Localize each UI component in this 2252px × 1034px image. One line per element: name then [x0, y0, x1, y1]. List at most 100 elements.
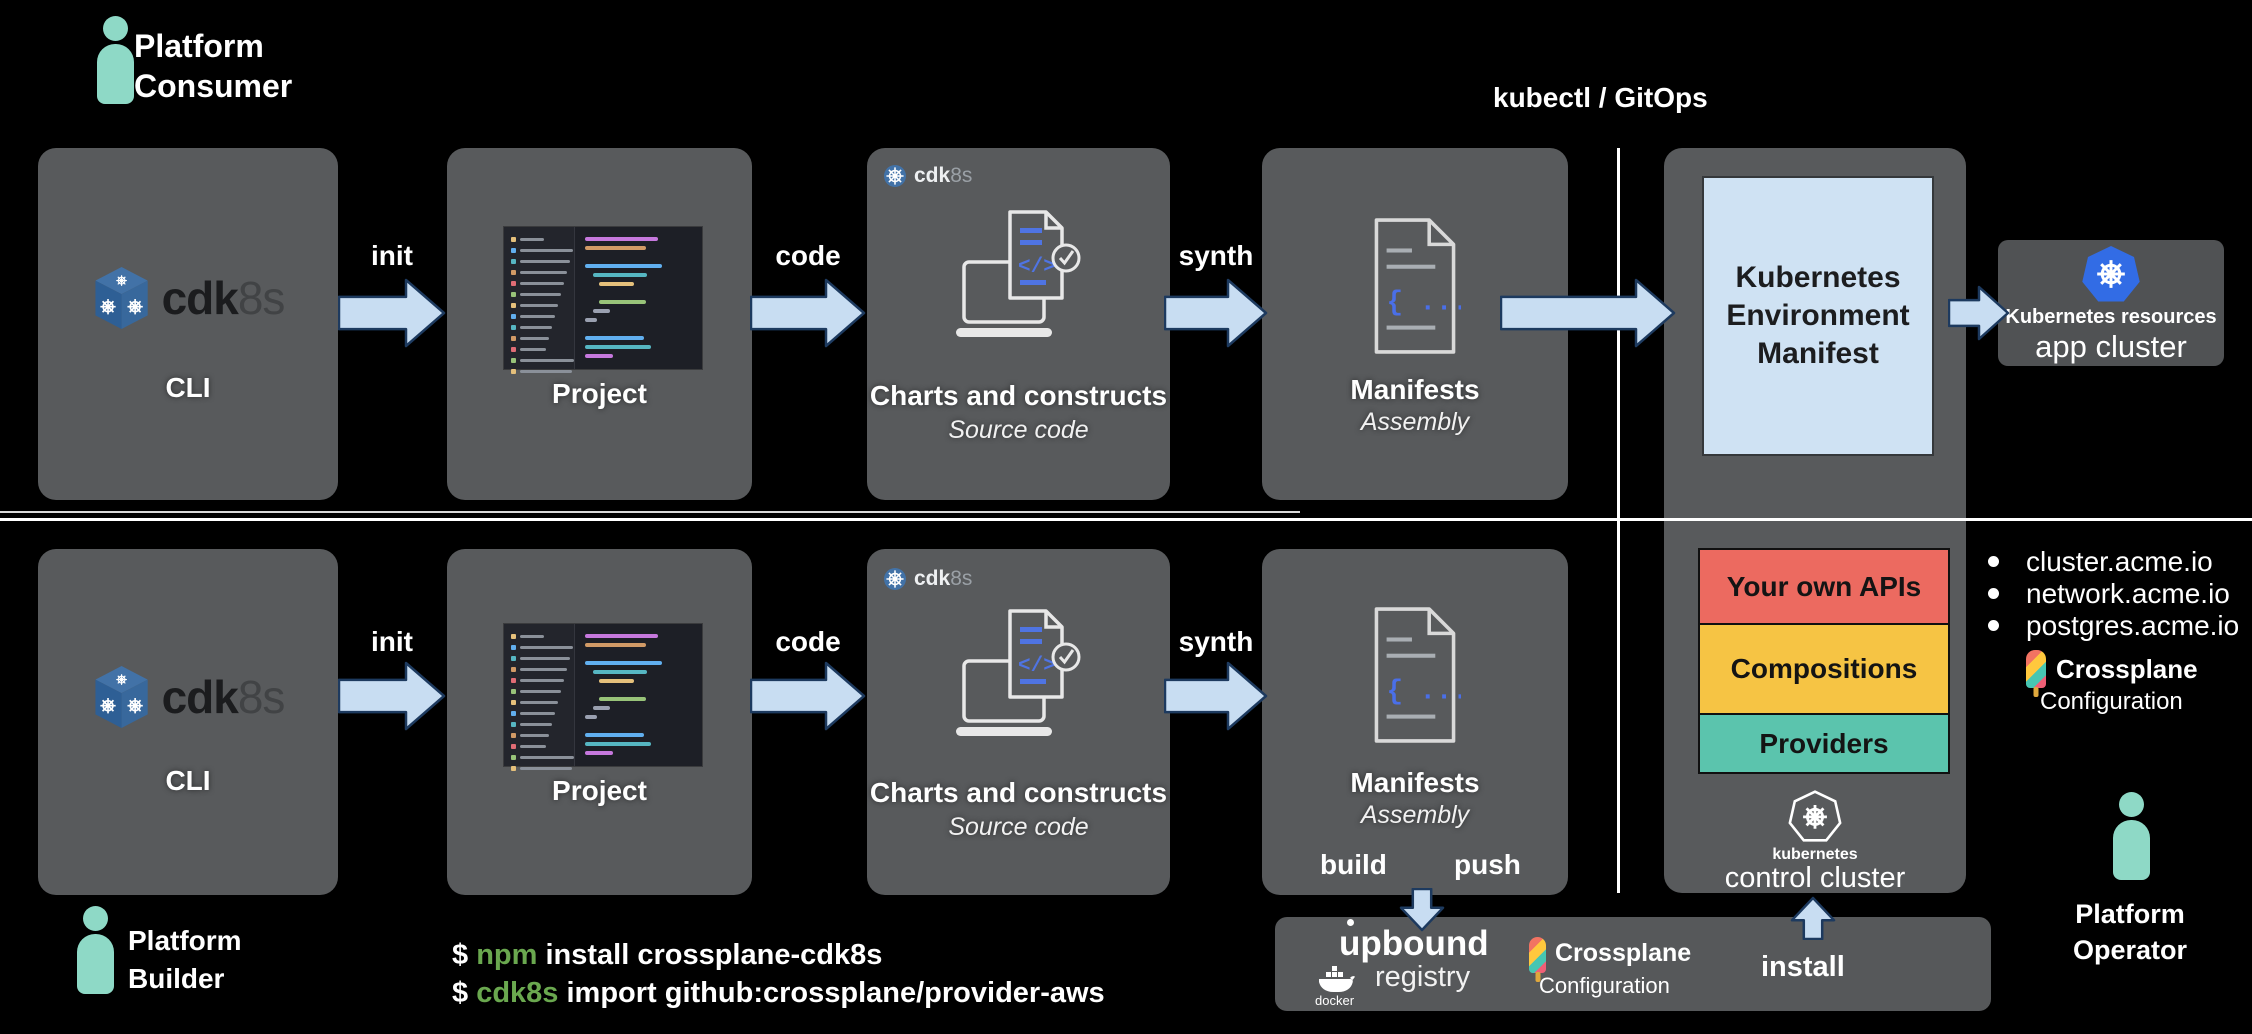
charts-box-bottom: cdk8s </> Charts and constructs Source c… [867, 549, 1170, 895]
init-arrow-bottom [337, 661, 446, 731]
app-cluster-box: Kubernetes resources app cluster [1998, 240, 2224, 366]
platform-consumer-icon [92, 16, 138, 104]
your-own-apis-box: Your own APIs [1698, 548, 1950, 625]
crossplane-icon [1529, 937, 1546, 973]
api-item-network: network.acme.io [2026, 578, 2230, 609]
cdk8s-cube-icon [95, 666, 148, 728]
init-arrow-top [337, 278, 446, 348]
synth-label-top: synth [1178, 240, 1254, 271]
platform-consumer-line1: Platform [134, 28, 264, 64]
platform-operator-line1: Platform [2075, 899, 2185, 929]
manifest-document-icon: { ...} [1374, 607, 1461, 743]
crossplane-configuration-label: Configuration [1539, 973, 1670, 998]
env-manifest-line2: Environment [1726, 299, 1910, 332]
docker-icon [1319, 966, 1355, 992]
cdk8s-cdk: cdk [161, 272, 239, 324]
providers-box: Providers [1698, 713, 1950, 774]
badge-8s: 8s [950, 567, 973, 590]
crossplane-note-brand: Crossplane [2056, 654, 2198, 684]
prompt: $ [452, 977, 477, 1009]
person-head [2118, 792, 2144, 817]
manifests-label-top: Manifests [1350, 374, 1480, 405]
prompt: $ [452, 939, 477, 971]
registry-bar: upbound docker registry Crossplane Confi… [1275, 917, 1991, 1011]
install-arrow [1790, 896, 1836, 941]
cdk8s-badge: cdk8s [883, 164, 972, 188]
compositions-box: Compositions [1698, 623, 1950, 715]
kubectl-gitops-label: kubectl / GitOps [1493, 82, 1708, 113]
compositions-label: Compositions [1730, 653, 1918, 684]
push-label: push [1454, 849, 1521, 880]
cdk8s-wordmark: cdk8s [162, 670, 286, 724]
editor-file-tree [504, 624, 576, 771]
registry-label: registry [1375, 961, 1471, 993]
control-cluster-label: control cluster [1724, 862, 1906, 894]
synth-label-bottom: synth [1178, 626, 1254, 657]
cli-label-bottom: CLI [165, 765, 211, 796]
svg-text:{ ...}: { ...} [1387, 676, 1461, 707]
person-head [102, 16, 128, 41]
bullet-icon [1988, 588, 1999, 599]
person-head [82, 906, 108, 931]
cli-box-top: cdk8s CLI [38, 148, 338, 500]
docker-wordmark: docker [1315, 993, 1355, 1008]
kubernetes-blue-logo [2082, 245, 2140, 302]
project-label-top: Project [552, 378, 647, 409]
person-body [2112, 820, 2150, 880]
code-label-bottom: code [775, 626, 841, 657]
manifests-label-bottom: Manifests [1350, 767, 1480, 798]
svg-text:{ ...}: { ...} [1387, 287, 1461, 318]
crossplane-wordmark: Crossplane [1555, 939, 1692, 967]
install-label: install [1761, 951, 1845, 983]
column-divider-line [1617, 148, 1620, 893]
code-editor-screenshot [503, 623, 703, 771]
npm-binary: npm [476, 939, 538, 971]
badge-cdk: cdk [914, 164, 951, 187]
synth-arrow-bottom [1163, 661, 1268, 731]
crossplane-icon [2026, 650, 2046, 688]
bullet-icon [1988, 556, 1999, 567]
project-box-top: Project [447, 148, 752, 500]
command-cdk8s-import: $ cdk8s import github:crossplane/provide… [452, 974, 1105, 1012]
cdk8s-cube-icon [95, 267, 148, 329]
source-code-icon: </> [955, 609, 1080, 736]
source-code-icon: </> [955, 210, 1080, 337]
env-manifest-panel: Kubernetes Environment Manifest [1702, 176, 1934, 456]
platform-operator-line2: Operator [2072, 935, 2188, 965]
your-own-apis-label: Your own APIs [1726, 570, 1922, 602]
charts-sublabel-bottom: Source code [948, 813, 1089, 841]
platform-operator-label: Platform Operator [2050, 896, 2210, 968]
code-arrow-bottom [749, 661, 866, 731]
command-args: install crossplane-cdk8s [537, 939, 883, 971]
platform-builder-line1: Platform [128, 925, 242, 956]
cdk8s-badge-text: cdk8s [914, 567, 972, 591]
cdk8s-8s: 8s [237, 671, 286, 723]
app-cluster-name: app cluster [2035, 329, 2187, 364]
svg-text:</>: </> [1018, 256, 1056, 279]
synth-arrow-top [1163, 278, 1268, 348]
cdk8s-logo: cdk8s [92, 266, 285, 330]
push-arrow [1399, 887, 1445, 932]
cli-label-top: CLI [165, 372, 211, 403]
upbound-logo: upbound [1339, 924, 1489, 963]
code-label-top: code [775, 240, 841, 271]
build-label: build [1320, 849, 1387, 880]
shell-commands: $ npm install crossplane-cdk8s $ cdk8s i… [452, 936, 1105, 1012]
apply-arrow [1947, 285, 2010, 341]
cdk8s-8s: 8s [237, 272, 286, 324]
manifests-box-bottom: { ...} Manifests Assembly build push [1262, 549, 1568, 895]
crossplane-note-configuration: Configuration [2040, 688, 2183, 715]
cdk8s-wordmark: cdk8s [161, 271, 286, 325]
env-manifest-line1: Kubernetes [1735, 261, 1901, 294]
api-item-cluster: cluster.acme.io [2026, 546, 2213, 577]
platform-builder-label: Platform Builder [128, 922, 242, 998]
cli-box-bottom: cdk8s CLI [38, 549, 338, 895]
platform-builder-line2: Builder [128, 963, 225, 994]
project-label-bottom: Project [552, 775, 647, 806]
code-arrow-top [749, 278, 866, 348]
row-divider-line [0, 518, 2252, 521]
init-label-bottom: init [371, 626, 413, 657]
svg-text:</>: </> [1018, 655, 1056, 678]
cdk8s-badge-icon [884, 568, 906, 590]
